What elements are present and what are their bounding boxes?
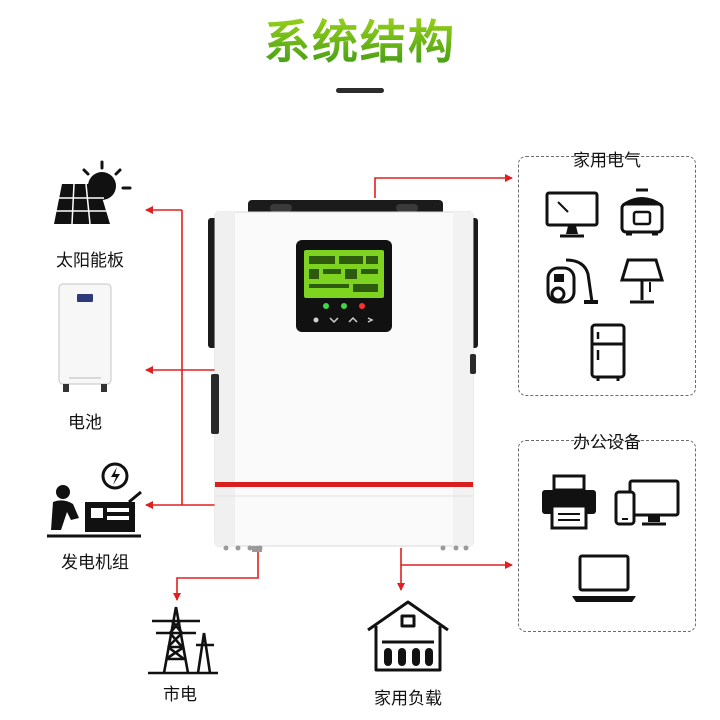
laptop-icon: [572, 554, 636, 602]
generator-icon: [47, 462, 142, 538]
solar-panel-icon: [54, 160, 132, 225]
home-appliances-title: 家用电气: [573, 151, 641, 171]
grid-label: 市电: [163, 685, 197, 705]
refrigerator-icon: [590, 323, 626, 381]
inverter-icon: [208, 200, 478, 552]
generator-label: 发电机组: [61, 553, 129, 573]
vacuum-cleaner-icon: [546, 258, 598, 304]
power-tower-icon: [148, 606, 218, 675]
desktop-tablet-icon: [614, 479, 680, 526]
household-load-label: 家用负载: [374, 689, 442, 709]
page-title: 系统结构: [264, 15, 456, 69]
solar-label: 太阳能板: [56, 251, 124, 271]
battery-icon: [58, 283, 112, 392]
house-icon: [367, 600, 449, 672]
lamp-icon: [619, 258, 665, 304]
office-equipment-title: 办公设备: [573, 433, 641, 453]
title-underline: [336, 88, 384, 93]
monitor-icon: [545, 191, 599, 238]
office-equipment-group: [518, 440, 696, 632]
rice-cooker-icon: [620, 188, 664, 236]
arrow-to-grid: [173, 548, 259, 601]
battery-label: 电池: [68, 413, 102, 433]
arrow-to-home-appliances: [374, 174, 513, 198]
home-appliances-group: [518, 156, 696, 396]
printer-icon: [542, 474, 596, 530]
